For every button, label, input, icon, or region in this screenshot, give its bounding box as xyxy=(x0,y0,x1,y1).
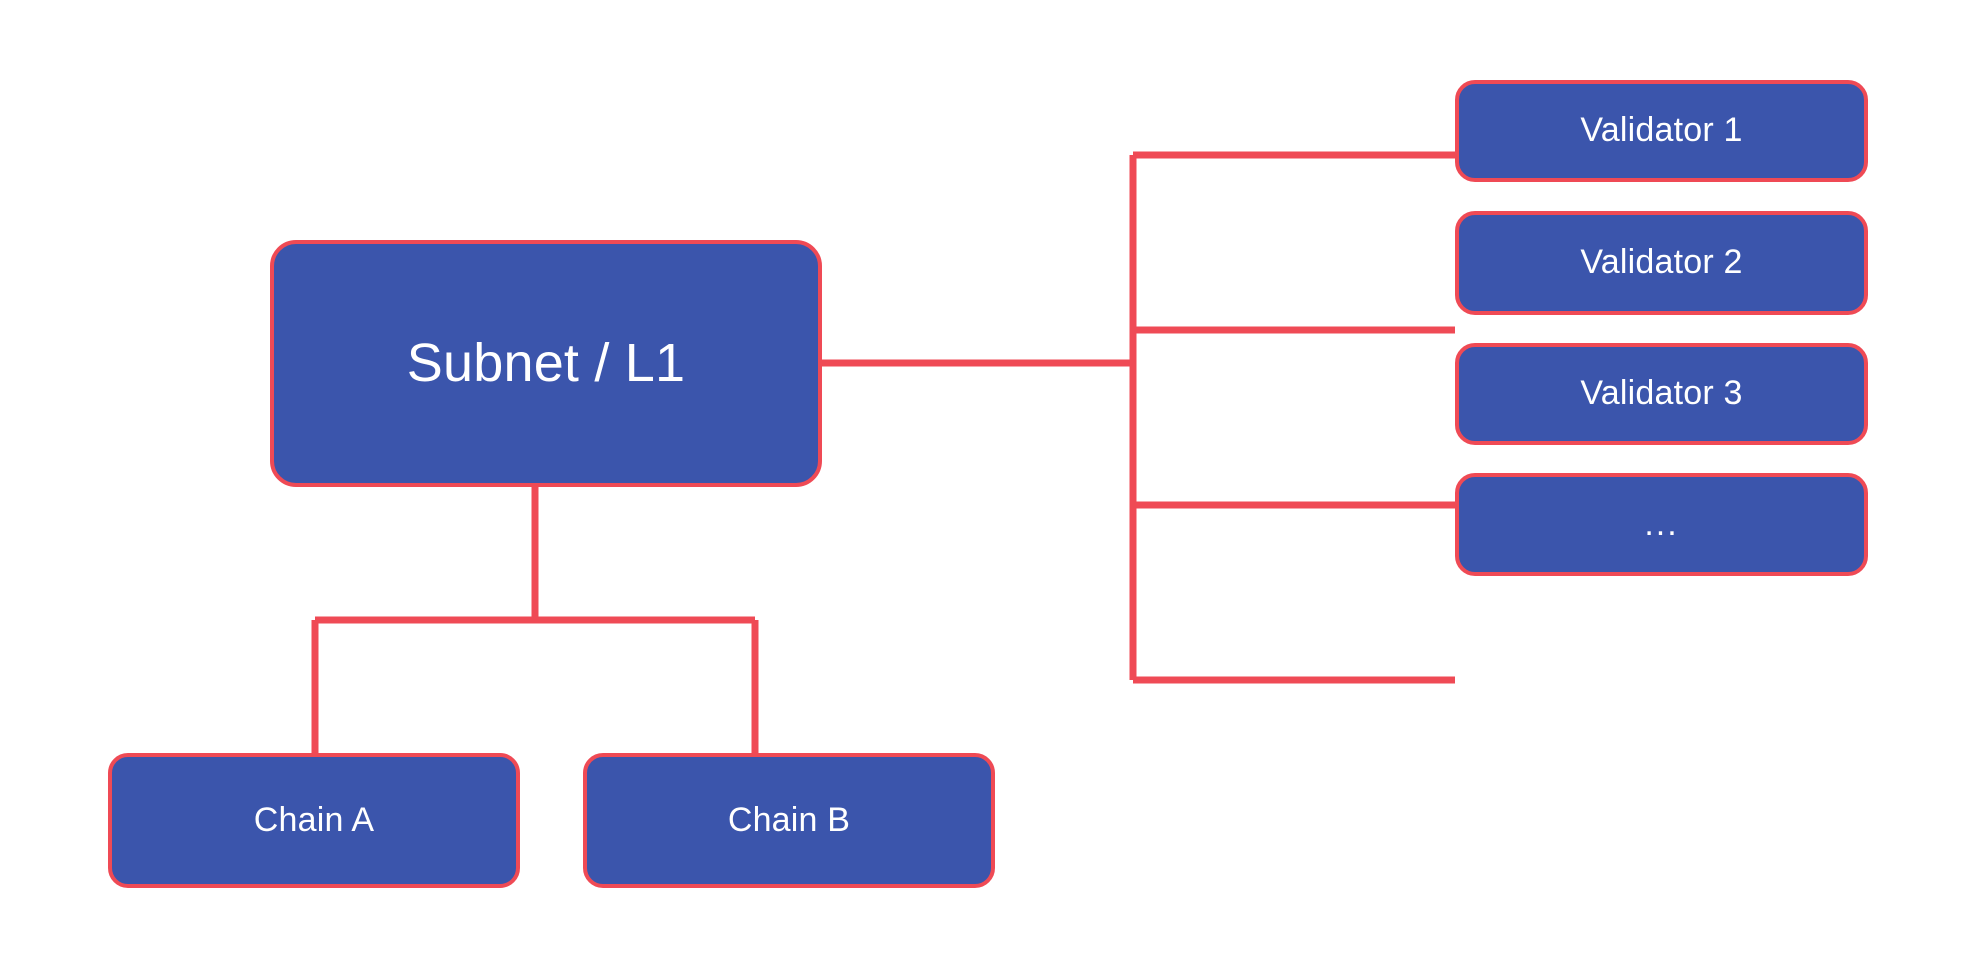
node-validator-more[interactable]: ... xyxy=(1455,473,1868,576)
node-validator-3-label: Validator 3 xyxy=(1580,374,1743,413)
node-validator-2-label: Validator 2 xyxy=(1580,243,1743,282)
node-chain-b-label: Chain B xyxy=(727,800,851,839)
node-chain-a-label: Chain A xyxy=(253,800,375,839)
node-chain-b[interactable]: Chain B xyxy=(583,753,995,888)
node-chain-a[interactable]: Chain A xyxy=(108,753,520,888)
node-subnet-l1-label: Subnet / L1 xyxy=(406,332,686,393)
node-validator-2[interactable]: Validator 2 xyxy=(1455,211,1868,315)
node-validator-1[interactable]: Validator 1 xyxy=(1455,80,1868,182)
node-validator-more-label: ... xyxy=(1644,504,1679,543)
node-subnet-l1[interactable]: Subnet / L1 xyxy=(270,240,822,487)
node-validator-1-label: Validator 1 xyxy=(1580,111,1743,150)
node-validator-3[interactable]: Validator 3 xyxy=(1455,343,1868,445)
